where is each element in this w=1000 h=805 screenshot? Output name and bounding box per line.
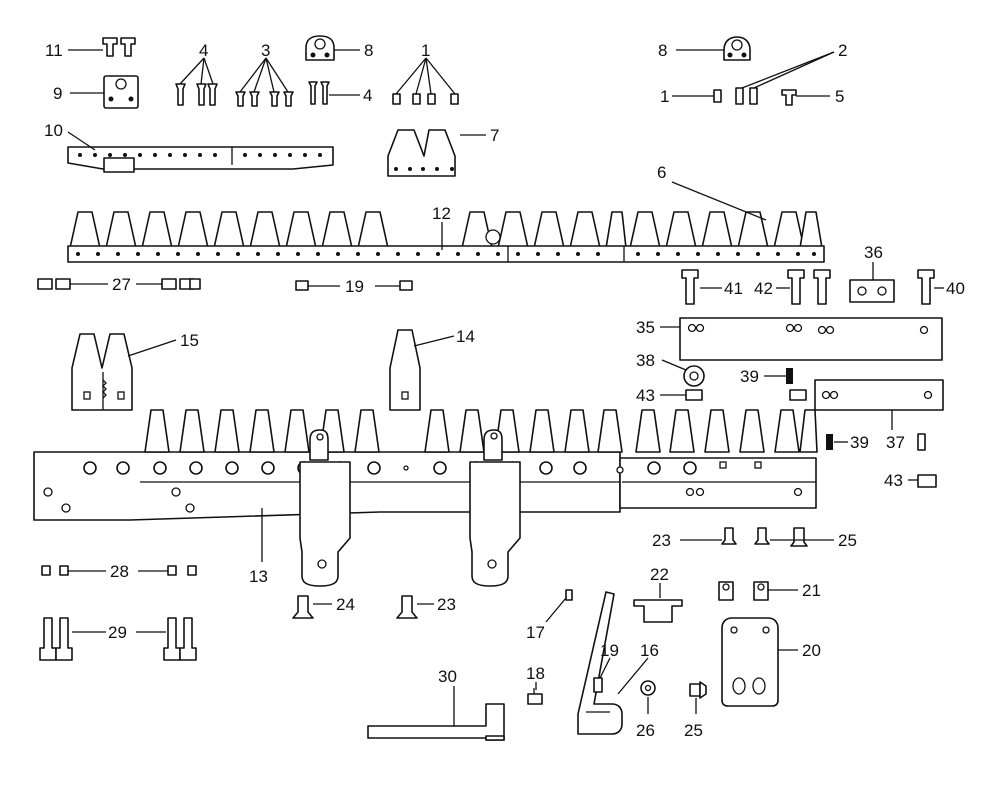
callout-39: 39 bbox=[850, 433, 869, 452]
callout-27: 27 bbox=[112, 275, 131, 294]
part-27-nuts bbox=[37, 278, 201, 290]
callout-43: 43 bbox=[636, 386, 655, 405]
callout-8: 8 bbox=[658, 41, 667, 60]
part-4-screws-right bbox=[308, 81, 330, 105]
leader-lines bbox=[67, 49, 944, 726]
part-35-plate bbox=[679, 317, 943, 361]
knife-sections bbox=[69, 211, 823, 249]
callout-12: 12 bbox=[432, 204, 451, 223]
callout-3: 3 bbox=[261, 41, 270, 60]
callout-14: 14 bbox=[456, 327, 475, 346]
callout-28: 28 bbox=[110, 562, 129, 581]
part-18-bolt bbox=[527, 688, 543, 705]
callout-11: 11 bbox=[45, 41, 63, 60]
callout-25: 25 bbox=[684, 721, 703, 740]
part-23-rivet-lower bbox=[396, 595, 418, 619]
callout-42: 42 bbox=[754, 279, 773, 298]
callout-18: 18 bbox=[526, 664, 545, 683]
part-19-pin-lower bbox=[593, 677, 603, 693]
part-37-plate bbox=[814, 379, 944, 411]
callout-4: 4 bbox=[363, 86, 372, 105]
part-1-rivets-top bbox=[392, 93, 459, 105]
part-24-rivet bbox=[292, 595, 314, 619]
callout-7: 7 bbox=[490, 126, 499, 145]
part-23-25-rivets-right bbox=[721, 527, 808, 547]
callout-16: 16 bbox=[640, 641, 659, 660]
callout-21: 21 bbox=[802, 581, 821, 600]
callout-23: 23 bbox=[652, 531, 671, 550]
part-43-nut-middle bbox=[789, 389, 807, 401]
part-38-washer bbox=[683, 365, 705, 387]
callout-23: 23 bbox=[437, 595, 456, 614]
part-41-bolt bbox=[681, 269, 699, 305]
callout-22: 22 bbox=[650, 565, 669, 584]
callout-35: 35 bbox=[636, 318, 655, 337]
part-11-bolts bbox=[102, 37, 136, 57]
part-9-plate bbox=[103, 75, 139, 109]
callout-41: 41 bbox=[724, 279, 743, 298]
part-1-2-5-rivets-right bbox=[713, 87, 797, 106]
part-15-guard-double bbox=[71, 333, 133, 411]
part-42-bolts bbox=[787, 269, 831, 305]
part-30-wrench bbox=[367, 703, 505, 741]
part-36-plate bbox=[849, 279, 895, 303]
callout-2: 2 bbox=[838, 41, 847, 60]
callout-24: 24 bbox=[336, 595, 355, 614]
part-7-guard-pair bbox=[387, 129, 456, 177]
part-13-cutter-assembly bbox=[33, 409, 818, 587]
callout-29: 29 bbox=[108, 623, 127, 642]
callout-15: 15 bbox=[180, 331, 199, 350]
callout-17: 17 bbox=[526, 623, 545, 642]
part-40-bolt bbox=[917, 269, 935, 305]
part-3-screws bbox=[235, 91, 294, 107]
callout-36: 36 bbox=[864, 243, 883, 262]
callout-8: 8 bbox=[364, 41, 373, 60]
callout-30: 30 bbox=[438, 667, 457, 686]
part-21-lugs bbox=[718, 581, 769, 601]
callout-25: 25 bbox=[838, 531, 857, 550]
drive-arm-left bbox=[299, 429, 351, 587]
part-25-bolt-lower bbox=[689, 681, 707, 699]
part-28-nuts bbox=[41, 565, 197, 576]
callout-39: 39 bbox=[740, 367, 759, 386]
callout-9: 9 bbox=[53, 84, 62, 103]
part-20-plate bbox=[721, 617, 779, 707]
part-26-washer bbox=[640, 680, 656, 696]
part-12-knife-bar bbox=[67, 211, 825, 263]
callout-4: 4 bbox=[199, 41, 208, 60]
part-4-screws-left bbox=[175, 83, 218, 106]
part-43-nut-upper bbox=[685, 389, 703, 401]
callout-6: 6 bbox=[657, 163, 666, 182]
callout-1: 1 bbox=[660, 87, 669, 106]
callout-40: 40 bbox=[946, 279, 965, 298]
callout-38: 38 bbox=[636, 351, 655, 370]
callout-20: 20 bbox=[802, 641, 821, 660]
callout-labels: 11 9 4 3 8 4 1 10 7 8 2 1 5 6 12 27 19 4… bbox=[44, 41, 965, 740]
part-17-pin bbox=[565, 589, 573, 601]
part-39-pin-lower bbox=[826, 433, 926, 451]
part-39-pin-upper bbox=[786, 368, 793, 384]
guard-fingers bbox=[144, 409, 818, 453]
part-29-bolts bbox=[39, 617, 197, 661]
part-43-nut-lower bbox=[917, 474, 937, 488]
part-22-clip bbox=[633, 599, 683, 623]
part-16-lever bbox=[577, 591, 623, 735]
callout-37: 37 bbox=[886, 433, 905, 452]
callout-19: 19 bbox=[600, 641, 619, 660]
callout-5: 5 bbox=[835, 87, 844, 106]
callout-19: 19 bbox=[345, 277, 364, 296]
drive-arm-right bbox=[469, 429, 521, 587]
callout-43: 43 bbox=[884, 471, 903, 490]
part-8-bracket-left bbox=[305, 35, 335, 61]
part-14-guard-single bbox=[389, 329, 421, 411]
callout-13: 13 bbox=[249, 567, 268, 586]
callout-26: 26 bbox=[636, 721, 655, 740]
callout-1: 1 bbox=[421, 41, 430, 60]
part-8-bracket-right bbox=[723, 36, 751, 61]
part-10-bar bbox=[67, 146, 334, 173]
callout-10: 10 bbox=[44, 121, 63, 140]
